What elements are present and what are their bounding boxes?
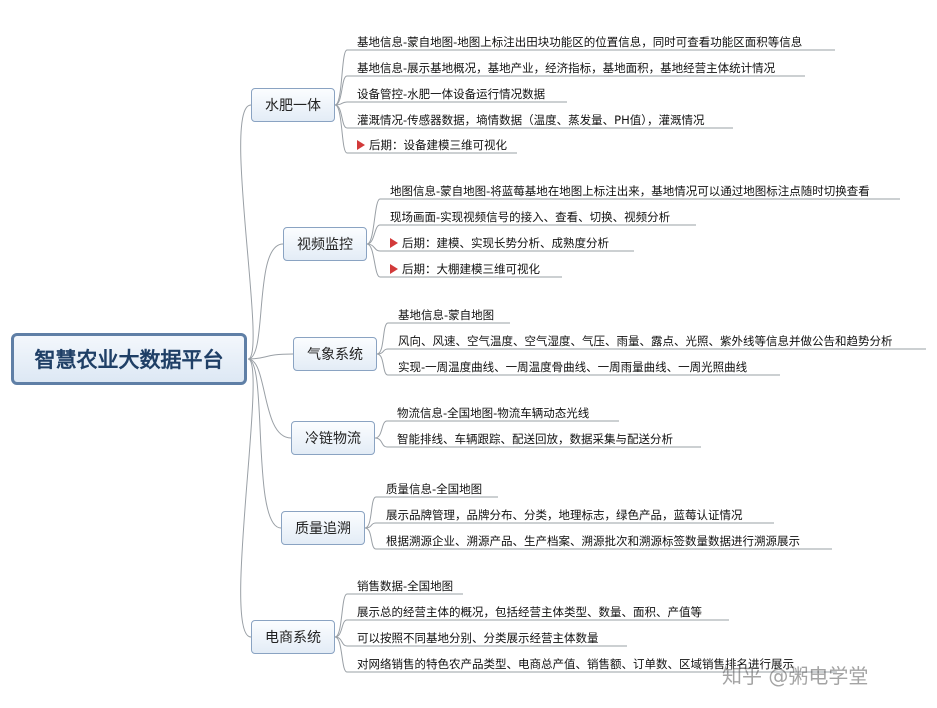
branch-to-leaf-connector (374, 437, 388, 448)
flag-icon (390, 238, 398, 248)
root-node-label: 智慧农业大数据平台 (34, 348, 224, 372)
leaf-topic[interactable]: 风向、风速、空气温度、空气湿度、气压、雨量、露点、光照、紫外线等信息并做公告和趋… (398, 334, 893, 348)
leaf-topic[interactable]: 展示品牌管理，品牌分布、分类，地理标志，绿色产品，蓝莓认证情况 (386, 508, 743, 522)
root-to-branch-connector (240, 104, 254, 360)
branch-label: 气象系统 (307, 347, 363, 363)
leaf-topic[interactable]: 基地信息-展示基地概况，基地产业，经济指标，基地面积，基地经营主体统计情况 (357, 61, 776, 75)
branch-to-leaf-connector (364, 527, 377, 550)
leaf-topic[interactable]: 地图信息-蒙自地图-将蓝莓基地在地图上标注出来，基地情况可以通过地图标注点随时切… (390, 184, 870, 198)
leaf-topic[interactable]: 可以按照不同基地分别、分类展示经营主体数量 (357, 631, 599, 645)
leaf-topic[interactable]: 对网络销售的特色农产品类型、电商总产值、销售额、订单数、区域销售排名进行展示 (357, 657, 794, 671)
root-to-branch-connector (240, 358, 254, 638)
branch-to-leaf-connector (334, 619, 348, 638)
leaf-topic[interactable]: 物流信息-全国地图-物流车辆动态光线 (397, 406, 590, 420)
branch-to-leaf-connector (366, 198, 381, 245)
watermark-text: 知乎 @粥电学堂 (722, 664, 869, 688)
branch-node-quality-trace[interactable]: 质量追溯 (281, 511, 365, 545)
root-to-branch-connector (247, 243, 284, 360)
branch-to-leaf-connector (334, 593, 348, 638)
leaf-topic[interactable]: 根据溯源企业、溯源产品、生产档案、溯源批次和溯源标签数量数据进行溯源展示 (386, 534, 800, 548)
root-to-branch-connector (247, 358, 282, 529)
leaf-topic[interactable]: 销售数据-全国地图 (357, 579, 454, 593)
branch-to-leaf-connector (366, 224, 381, 245)
branch-node-water-fertilizer[interactable]: 水肥一体 (251, 88, 335, 122)
leaf-topic[interactable]: 后期：建模、实现长势分析、成熟度分析 (402, 236, 609, 250)
branch-to-leaf-connector (334, 636, 348, 673)
branch-label: 视频监控 (297, 237, 353, 253)
leaf-topic[interactable]: 实现-一周温度曲线、一周温度骨曲线、一周雨量曲线、一周光照曲线 (398, 360, 748, 374)
leaf-topic[interactable]: 智能排线、车辆跟踪、配送回放，数据采集与配送分析 (397, 432, 673, 446)
root-to-branch-connector (247, 353, 294, 360)
branch-node-cold-chain[interactable]: 冷链物流 (291, 421, 375, 455)
flag-icon (390, 264, 398, 274)
branch-to-leaf-connector (376, 322, 389, 355)
leaf-topic[interactable]: 基地信息-蒙自地图-地图上标注出田块功能区的位置信息，同时可查看功能区面积等信息 (357, 35, 803, 49)
leaf-topic[interactable]: 后期：大棚建模三维可视化 (402, 262, 540, 276)
leaf-topic[interactable]: 基地信息-蒙自地图 (398, 308, 495, 322)
branch-label: 质量追溯 (295, 521, 351, 537)
branch-to-leaf-connector (334, 104, 348, 154)
leaf-topic[interactable]: 后期：设备建模三维可视化 (369, 138, 507, 152)
leaf-topic[interactable]: 质量信息-全国地图 (386, 482, 483, 496)
branch-label: 电商系统 (265, 630, 321, 646)
branch-node-ecommerce[interactable]: 电商系统 (251, 620, 335, 654)
branch-to-leaf-connector (376, 353, 389, 376)
branch-node-video-monitoring[interactable]: 视频监控 (283, 227, 367, 261)
branch-node-weather-system[interactable]: 气象系统 (293, 337, 377, 371)
branch-to-leaf-connector (334, 75, 348, 106)
leaf-topic[interactable]: 展示总的经营主体的概况，包括经营主体类型、数量、面积、产值等 (357, 605, 702, 619)
root-node[interactable]: 智慧农业大数据平台 (11, 333, 247, 385)
flag-icon (357, 140, 365, 150)
branch-to-leaf-connector (334, 49, 348, 106)
branch-to-leaf-connector (364, 496, 377, 529)
branch-label: 水肥一体 (265, 98, 321, 114)
leaf-topic[interactable]: 现场画面-实现视频信号的接入、查看、切换、视频分析 (390, 210, 671, 224)
branch-to-leaf-connector (366, 243, 381, 278)
leaf-topic[interactable]: 设备管控-水肥一体设备运行情况数据 (357, 87, 546, 101)
branch-to-leaf-connector (374, 420, 388, 439)
root-to-branch-connector (247, 358, 292, 439)
branch-label: 冷链物流 (305, 431, 361, 447)
leaf-topic[interactable]: 灌溉情况-传感器数据，墒情数据（温度、蒸发量、PH值），灌溉情况 (357, 113, 705, 127)
